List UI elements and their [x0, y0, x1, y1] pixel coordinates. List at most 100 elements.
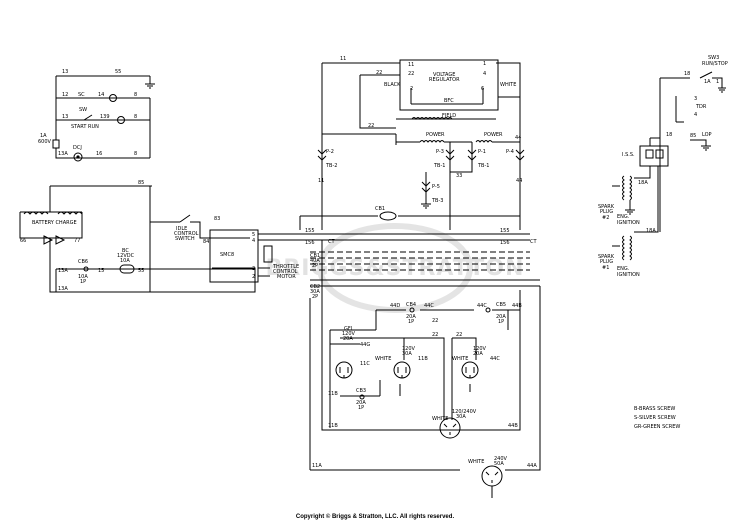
wire-label: 22 — [376, 70, 382, 76]
component-label: CONTROL — [273, 269, 298, 275]
component-label: LOP — [702, 132, 712, 138]
component-label: SMC8 — [220, 252, 234, 258]
wire-label: 84 — [203, 239, 209, 245]
pin-label: 6 — [481, 86, 484, 92]
battery-charge-circuit — [19, 185, 255, 293]
terminal-label: P-1 — [478, 149, 486, 155]
wire-label: 12 — [62, 92, 68, 98]
component-label: POWER — [426, 132, 445, 138]
component-label: WHITE — [452, 356, 468, 362]
wire-label: 11C — [360, 361, 370, 367]
wire-label: 85 — [690, 133, 696, 139]
component-label: 1P — [498, 319, 504, 325]
wire-label: 33 — [456, 173, 462, 179]
legend-item: GR-GREEN SCREW — [634, 424, 680, 430]
component-label: SPARK — [598, 254, 615, 260]
component-label: SW3 — [708, 55, 719, 61]
wire-label: 44B — [512, 303, 522, 309]
pin-label: 4 — [252, 238, 255, 244]
receptacle-breakers — [329, 307, 520, 428]
wire-label: 11B — [328, 423, 338, 429]
pin-label: 2 — [410, 86, 413, 92]
pin-label: 22 — [408, 71, 414, 77]
component-label: BLACK — [384, 82, 401, 88]
wire-label: 44D — [390, 303, 400, 309]
wire-label: 8 — [134, 92, 137, 98]
component-label: CB2 — [310, 284, 320, 290]
wire-label: 16 — [96, 151, 102, 157]
component-label: WHITE — [432, 416, 448, 422]
component-label: 240V — [494, 456, 508, 462]
wire-label: 155 — [500, 228, 510, 234]
wire-label: 8 — [134, 151, 137, 157]
component-label: 10A — [120, 258, 130, 264]
component-label: DCJ — [73, 145, 82, 151]
pin-label: 3 — [252, 266, 255, 272]
terminal-label: P-3 — [436, 149, 444, 155]
component-label: BFC — [444, 98, 454, 104]
control-block — [52, 75, 155, 162]
pin-label: 11 — [408, 62, 414, 68]
wire-label: 55 — [138, 268, 144, 274]
wire-label: 156 — [305, 240, 315, 246]
wire-label: 13A — [58, 268, 68, 274]
component-label: 30A — [456, 414, 466, 420]
component-label: 120V — [473, 346, 487, 352]
pin-label: 4 — [483, 71, 486, 77]
component-label: SC — [78, 92, 85, 98]
component-label: ENG. — [617, 266, 630, 272]
component-label: RUN/STOP — [702, 61, 728, 67]
component-label: CB5 — [496, 302, 506, 308]
wire-label: 44C — [424, 303, 434, 309]
wire-label: 11B — [418, 356, 428, 362]
wire-label: 13A — [58, 151, 68, 157]
component-label: 30A — [402, 351, 412, 357]
component-label: CB6 — [78, 259, 88, 265]
wire-label: 15 — [98, 268, 104, 274]
component-label: 120V — [342, 331, 356, 337]
wire-label: 11 — [318, 178, 324, 184]
component-label: 120V — [402, 346, 416, 352]
component-label: 1P — [408, 319, 414, 325]
component-label: THROTTLE — [272, 264, 299, 270]
pin-label: 4 — [694, 112, 697, 118]
component-label: 30A — [310, 289, 320, 295]
component-label: WHITE — [500, 82, 516, 88]
pin-label: 3 — [694, 96, 697, 102]
pin-label: 1A — [704, 79, 711, 85]
smc8-module — [56, 229, 273, 293]
wire-label: 44 — [516, 178, 522, 184]
component-label: 50A — [494, 461, 504, 467]
component-label: I.S.S. — [622, 152, 635, 158]
component-label: 1A — [40, 133, 47, 139]
terminal-label: TB-1 — [477, 163, 489, 169]
wire-label: 13 — [62, 69, 68, 75]
component-label: PLUG — [600, 209, 613, 215]
component-label: GFI — [344, 326, 352, 332]
wire-label: 44 — [515, 135, 521, 141]
component-label: 2P — [312, 263, 318, 269]
terminal-label: P-2 — [326, 149, 334, 155]
component-label: 2P — [312, 294, 318, 300]
wire-label: 44G — [360, 342, 370, 348]
terminal-label: TB-1 — [433, 163, 445, 169]
component-label: 12VDC — [117, 253, 135, 259]
wire-label: 22 — [368, 123, 374, 129]
wire-label: 18 — [684, 71, 690, 77]
wire-label: 22 — [456, 332, 462, 338]
wire-label: 13A — [58, 286, 68, 292]
component-label: CB4 — [406, 302, 416, 308]
component-label: TDR — [695, 104, 707, 110]
wire-label: 13 — [62, 114, 68, 120]
wire-label: 77 — [74, 238, 80, 244]
pin-label: 2 — [252, 274, 255, 280]
legend-item: S-SILVER SCREW — [634, 415, 676, 421]
component-label: 600V — [38, 139, 52, 145]
component-label: VOLTAGE — [433, 72, 455, 78]
component-label: START RUN — [71, 124, 99, 130]
component-label: 10A — [78, 274, 88, 280]
component-label: SW — [79, 107, 87, 113]
wire-label: 66 — [20, 238, 26, 244]
wire-label: 44C — [477, 303, 487, 309]
